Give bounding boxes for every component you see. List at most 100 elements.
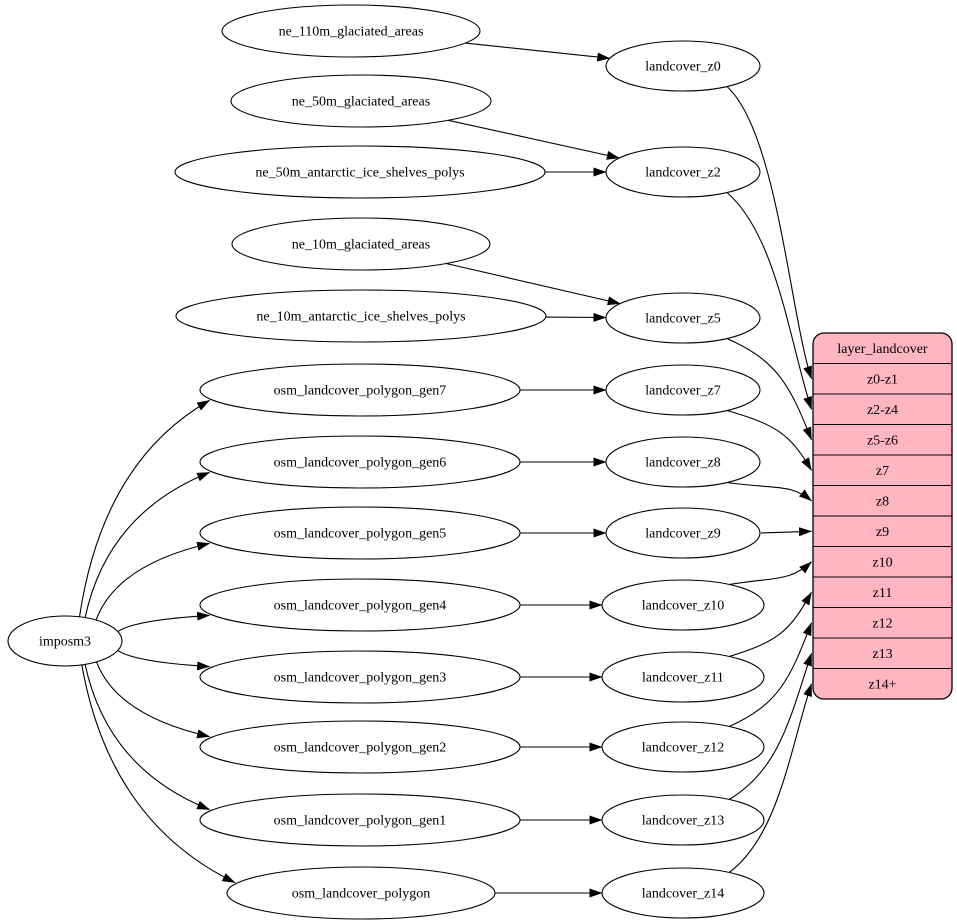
node-label-osm_landcover_polygon_gen2: osm_landcover_polygon_gen2	[274, 741, 447, 756]
node-ellipse-ne_10m_glaciated_areas	[231, 217, 491, 271]
edge-landcover_z11-to-layer_landcover-z11	[729, 591, 812, 658]
table-row-z11: z11	[873, 586, 893, 601]
node-ellipse-ne_50m_glaciated_areas	[230, 74, 492, 128]
edge-imposm3-to-osm_landcover_polygon_gen7	[78, 399, 211, 617]
edge-landcover_z14-to-layer_landcover-z14+	[728, 683, 813, 873]
node-ellipse-landcover_z12	[601, 721, 765, 773]
node-ellipse-landcover_z14	[601, 867, 765, 919]
edge-landcover_z13-to-layer_landcover-z13	[728, 652, 813, 800]
edge-ne_10m_glaciated_areas-to-landcover_z5	[445, 262, 621, 306]
node-landcover_z14: landcover_z14	[601, 867, 765, 919]
node-label-ne_10m_antarctic_ice_shelves_polys: ne_10m_antarctic_ice_shelves_polys	[256, 310, 465, 325]
node-ellipse-osm_landcover_polygon	[226, 866, 496, 920]
node-osm_landcover_polygon_gen1: osm_landcover_polygon_gen1	[199, 793, 521, 847]
node-ne_50m_antarctic_ice_shelves_polys: ne_50m_antarctic_ice_shelves_polys	[174, 145, 546, 199]
node-ellipse-osm_landcover_polygon_gen4	[199, 578, 521, 632]
edge-imposm3-to-osm_landcover_polygon_gen1	[84, 664, 211, 811]
node-imposm3: imposm3	[7, 615, 123, 667]
node-ellipse-osm_landcover_polygon_gen3	[199, 650, 521, 704]
edge-imposm3-to-osm_landcover_polygon_gen3	[117, 649, 211, 671]
node-osm_landcover_polygon_gen3: osm_landcover_polygon_gen3	[199, 650, 521, 704]
node-ellipse-osm_landcover_polygon_gen2	[199, 720, 521, 774]
edge-ne_50m_glaciated_areas-to-landcover_z2	[448, 119, 620, 160]
nodes-layer: imposm3 ne_110m_glaciated_areas ne_50m_gla…	[7, 4, 765, 920]
edge-landcover_z5-to-layer_landcover-z5-z6	[726, 337, 813, 441]
node-ne_110m_glaciated_areas: ne_110m_glaciated_areas	[221, 4, 481, 58]
node-ellipse-ne_110m_glaciated_areas	[221, 4, 481, 58]
node-ellipse-imposm3	[7, 615, 123, 667]
node-label-ne_50m_antarctic_ice_shelves_polys: ne_50m_antarctic_ice_shelves_polys	[255, 166, 464, 181]
node-label-osm_landcover_polygon_gen1: osm_landcover_polygon_gen1	[274, 814, 447, 829]
node-ellipse-landcover_z2	[605, 146, 761, 198]
node-label-osm_landcover_polygon_gen6: osm_landcover_polygon_gen6	[274, 456, 447, 471]
node-landcover_z13: landcover_z13	[601, 794, 765, 846]
node-ellipse-landcover_z7	[605, 364, 761, 416]
table-layer_landcover: layer_landcoverz0-z1z2-z4z5-z6z7z8z9z10z…	[812, 332, 953, 700]
node-label-landcover_z10: landcover_z10	[642, 599, 724, 614]
node-ellipse-osm_landcover_polygon_gen1	[199, 793, 521, 847]
node-ellipse-landcover_z0	[605, 40, 761, 92]
node-label-landcover_z2: landcover_z2	[645, 166, 720, 181]
node-label-landcover_z14: landcover_z14	[642, 887, 724, 902]
node-label-osm_landcover_polygon_gen7: osm_landcover_polygon_gen7	[274, 384, 447, 399]
table-row-z14+: z14+	[868, 677, 896, 692]
node-ellipse-landcover_z8	[605, 436, 761, 488]
node-label-landcover_z5: landcover_z5	[645, 312, 720, 327]
node-landcover_z12: landcover_z12	[601, 721, 765, 773]
node-label-imposm3: imposm3	[39, 635, 91, 650]
table-row-z7: z7	[876, 464, 889, 479]
node-label-landcover_z11: landcover_z11	[642, 671, 724, 686]
node-ellipse-landcover_z9	[605, 507, 761, 559]
node-ellipse-osm_landcover_polygon_gen6	[199, 435, 521, 489]
edge-landcover_z10-to-layer_landcover-z10	[729, 561, 812, 586]
node-ellipse-landcover_z10	[601, 579, 765, 631]
table-title: layer_landcover	[837, 342, 928, 357]
node-ellipse-landcover_z5	[605, 292, 761, 344]
node-osm_landcover_polygon: osm_landcover_polygon	[226, 866, 496, 920]
node-ellipse-landcover_z11	[601, 651, 765, 703]
node-ne_50m_glaciated_areas: ne_50m_glaciated_areas	[230, 74, 492, 128]
node-label-landcover_z13: landcover_z13	[642, 814, 724, 829]
edge-landcover_z7-to-layer_landcover-z7	[726, 409, 812, 471]
node-label-landcover_z0: landcover_z0	[645, 60, 720, 75]
node-ne_10m_antarctic_ice_shelves_polys: ne_10m_antarctic_ice_shelves_polys	[175, 289, 547, 343]
edge-imposm3-to-osm_landcover_polygon_gen4	[117, 611, 211, 633]
node-landcover_z0: landcover_z0	[605, 40, 761, 92]
node-landcover_z2: landcover_z2	[605, 146, 761, 198]
node-landcover_z8: landcover_z8	[605, 436, 761, 488]
table-row-z2-z4: z2-z4	[867, 403, 898, 418]
edge-imposm3-to-osm_landcover_polygon	[81, 664, 236, 884]
node-label-osm_landcover_polygon: osm_landcover_polygon	[292, 887, 430, 902]
node-osm_landcover_polygon_gen6: osm_landcover_polygon_gen6	[199, 435, 521, 489]
table-row-z8: z8	[876, 494, 889, 509]
node-ellipse-osm_landcover_polygon_gen7	[199, 363, 521, 417]
node-label-ne_10m_glaciated_areas: ne_10m_glaciated_areas	[292, 238, 430, 253]
node-ellipse-osm_landcover_polygon_gen5	[199, 506, 521, 560]
edges-layer	[78, 42, 813, 898]
node-osm_landcover_polygon_gen7: osm_landcover_polygon_gen7	[199, 363, 521, 417]
table-row-z10: z10	[872, 555, 892, 570]
edge-landcover_z2-to-layer_landcover-z2-z4	[726, 192, 813, 410]
node-label-osm_landcover_polygon_gen5: osm_landcover_polygon_gen5	[274, 527, 447, 542]
node-label-osm_landcover_polygon_gen4: osm_landcover_polygon_gen4	[274, 599, 447, 614]
node-osm_landcover_polygon_gen2: osm_landcover_polygon_gen2	[199, 720, 521, 774]
table-row-z5-z6: z5-z6	[867, 433, 898, 448]
edge-imposm3-to-osm_landcover_polygon_gen6	[84, 471, 211, 618]
node-label-ne_110m_glaciated_areas: ne_110m_glaciated_areas	[279, 25, 424, 40]
node-ellipse-ne_50m_antarctic_ice_shelves_polys	[174, 145, 546, 199]
node-landcover_z10: landcover_z10	[601, 579, 765, 631]
table-row-z12: z12	[872, 616, 892, 631]
node-landcover_z5: landcover_z5	[605, 292, 761, 344]
edge-ne_110m_glaciated_areas-to-landcover_z0	[465, 42, 611, 62]
table-row-z13: z13	[872, 647, 892, 662]
node-ellipse-ne_10m_antarctic_ice_shelves_polys	[175, 289, 547, 343]
node-label-ne_50m_glaciated_areas: ne_50m_glaciated_areas	[292, 95, 430, 110]
node-osm_landcover_polygon_gen4: osm_landcover_polygon_gen4	[199, 578, 521, 632]
node-label-osm_landcover_polygon_gen3: osm_landcover_polygon_gen3	[274, 671, 447, 686]
edge-imposm3-to-osm_landcover_polygon_gen2	[95, 661, 211, 739]
node-label-landcover_z12: landcover_z12	[642, 741, 724, 756]
node-landcover_z7: landcover_z7	[605, 364, 761, 416]
edge-landcover_z8-to-layer_landcover-z8	[726, 481, 812, 502]
